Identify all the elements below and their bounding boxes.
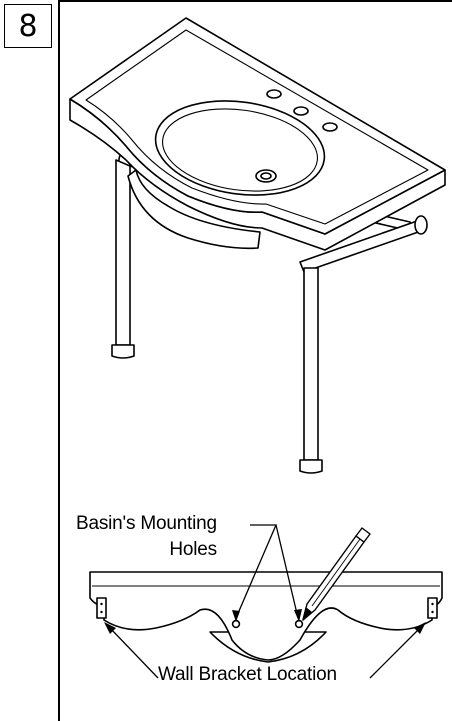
leader-bracket-left bbox=[109, 627, 159, 679]
mounting-holes-callout: Basin's Mounting Holes bbox=[76, 511, 217, 563]
basin-rear-view bbox=[89, 571, 443, 663]
sink-bowl bbox=[154, 100, 326, 196]
leader-bracket-right bbox=[369, 627, 421, 679]
wall-bracket-right bbox=[427, 597, 438, 619]
mounting-holes-line1: Basin's Mounting bbox=[76, 513, 217, 534]
left-leg bbox=[115, 159, 131, 346]
leader-mounting-right bbox=[275, 524, 299, 619]
console-basin-illustration bbox=[69, 17, 446, 474]
left-foot bbox=[111, 344, 135, 359]
drain-inner bbox=[260, 172, 272, 180]
rear-basin-body bbox=[89, 571, 443, 661]
leader-lines bbox=[109, 524, 421, 679]
wall-bracket-left bbox=[96, 597, 107, 619]
faucet-hole-2 bbox=[293, 106, 309, 116]
countertop-rim bbox=[85, 29, 429, 225]
top-border bbox=[58, 0, 452, 2]
bowl-underside bbox=[127, 169, 261, 250]
faucet-hole-3 bbox=[322, 122, 338, 132]
sink-bowl-inner bbox=[162, 108, 318, 192]
mounting-holes-line2: Holes bbox=[169, 539, 217, 560]
step-number: 8 bbox=[4, 4, 52, 48]
arrowheads bbox=[104, 609, 426, 634]
left-border bbox=[58, 0, 60, 721]
towel-bar-end bbox=[414, 215, 428, 235]
pencil-icon bbox=[302, 527, 371, 621]
right-leg bbox=[303, 267, 319, 461]
wall-bracket-callout: Wall Bracket Location bbox=[158, 664, 337, 685]
right-foot bbox=[299, 459, 323, 474]
faucet-hole-1 bbox=[266, 89, 282, 99]
